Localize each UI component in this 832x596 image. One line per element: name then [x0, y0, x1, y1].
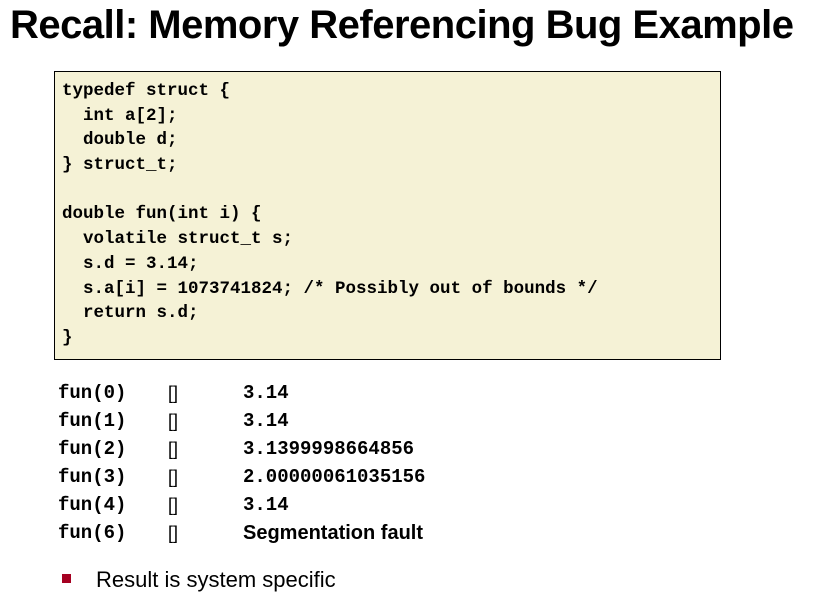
- result-value: 3.14: [243, 382, 289, 404]
- square-bullet-icon: [62, 574, 71, 583]
- arrow-icon: []: [168, 495, 179, 515]
- arrow-icon: []: [168, 383, 179, 403]
- arrow-icon: []: [168, 439, 179, 459]
- result-row: fun(6) [] Segmentation fault: [58, 519, 558, 547]
- code-line: typedef struct {: [62, 81, 231, 101]
- function-call: fun(3): [58, 466, 127, 488]
- code-line: } struct_t;: [62, 155, 178, 176]
- function-call: fun(6): [58, 522, 127, 544]
- arrow-icon: []: [168, 411, 179, 431]
- result-value: 3.14: [243, 494, 289, 516]
- result-value: 3.14: [243, 410, 289, 432]
- code-line: s.d = 3.14;: [62, 253, 199, 274]
- result-value: Segmentation fault: [243, 522, 424, 544]
- code-line: }: [62, 327, 73, 348]
- function-call: fun(2): [58, 438, 127, 460]
- result-row: fun(2) [] 3.1399998664856: [58, 435, 558, 463]
- function-call: fun(4): [58, 494, 127, 516]
- results-list: fun(0) [] 3.14 fun(1) [] 3.14 fun(2) [] …: [58, 379, 558, 547]
- bullet-text: Result is system specific: [96, 567, 336, 592]
- code-line: volatile struct_t s;: [62, 229, 294, 250]
- code-line: s.a[i] = 1073741824; /* Possibly out of …: [62, 278, 598, 299]
- code-line: int a[2];: [62, 105, 178, 126]
- arrow-icon: []: [168, 467, 179, 487]
- result-row: fun(1) [] 3.14: [58, 407, 558, 435]
- result-value: 2.00000061035156: [243, 466, 426, 488]
- function-call: fun(0): [58, 382, 127, 404]
- function-call: fun(1): [58, 410, 127, 432]
- slide-title: Recall: Memory Referencing Bug Example: [10, 3, 794, 47]
- code-block: typedef struct { int a[2]; double d; } st…: [54, 71, 721, 360]
- arrow-icon: []: [168, 523, 179, 543]
- result-value: 3.1399998664856: [243, 438, 415, 460]
- code-line: double fun(int i) {: [62, 204, 262, 225]
- code-line: return s.d;: [62, 303, 199, 324]
- code-line: [62, 178, 720, 203]
- result-row: fun(0) [] 3.14: [58, 379, 558, 407]
- result-row: fun(3) [] 2.00000061035156: [58, 463, 558, 491]
- result-row: fun(4) [] 3.14: [58, 491, 558, 519]
- code-listing: typedef struct { int a[2]; double d; } st…: [55, 72, 720, 351]
- code-line: double d;: [62, 130, 178, 151]
